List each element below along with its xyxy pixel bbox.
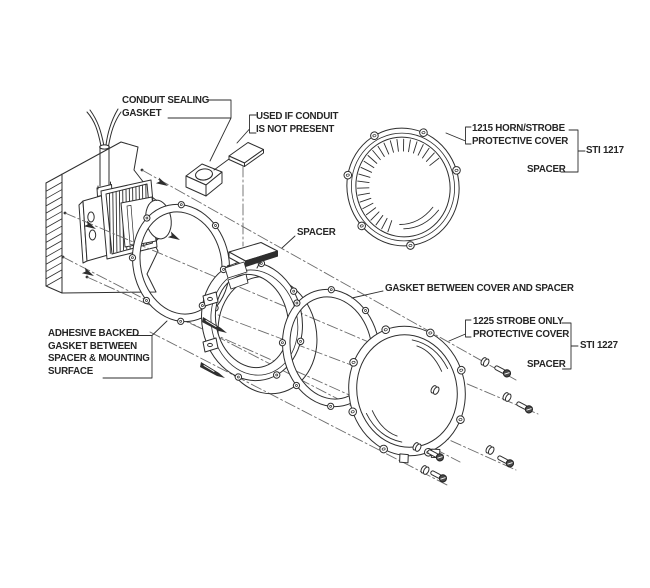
leader-used-if-conduit: [236, 114, 257, 144]
cover-1225-part: [348, 325, 466, 464]
spacer-part: [198, 242, 318, 395]
cover-1215-part: [343, 127, 461, 250]
leader-adhesive-gasket: [102, 320, 168, 379]
label-used-if-conduit: USED IF CONDUIT IS NOT PRESENT: [256, 110, 339, 135]
leader-conduit-sealing-gasket: [167, 99, 232, 162]
label-spacer-sti-1227: SPACER: [527, 358, 566, 370]
label-spacer-sti-1217: SPACER: [527, 163, 566, 175]
label-sti-1227: STI 1227: [580, 339, 618, 351]
leader-spacer-middle: [281, 235, 296, 249]
wall-hatching: [46, 182, 62, 287]
bracket-sti-1217: [560, 129, 586, 173]
knockout-hole: [88, 229, 97, 241]
flat-gasket-part: [228, 142, 264, 167]
label-adhesive-gasket: ADHESIVE BACKED GASKET BETWEEN SPACER & …: [48, 327, 150, 377]
mounting-screws-dark: [81, 177, 180, 276]
label-conduit-sealing-gasket: CONDUIT SEALING GASKET: [122, 94, 210, 119]
label-spacer-middle: SPACER: [297, 226, 336, 238]
knockout-hole: [87, 211, 95, 223]
cover-screws: [427, 365, 534, 483]
spacer-screws-dark: [200, 317, 227, 378]
leader-cover-1225: [448, 319, 472, 342]
label-cover-1225: 1225 STROBE ONLY PROTECTIVE COVER: [473, 315, 570, 340]
label-gasket-between: GASKET BETWEEN COVER AND SPACER: [385, 282, 574, 294]
label-cover-1215: 1215 HORN/STROBE PROTECTIVE COVER: [472, 122, 569, 147]
leader-lines: [102, 99, 586, 379]
conduit-sealing-gasket-part: [185, 163, 223, 197]
leader-cover-1215: [445, 126, 472, 145]
leader-gasket-between: [351, 290, 384, 299]
washers: [412, 357, 512, 475]
label-sti-1217: STI 1217: [586, 144, 624, 156]
bracket-sti-1227: [561, 322, 579, 370]
